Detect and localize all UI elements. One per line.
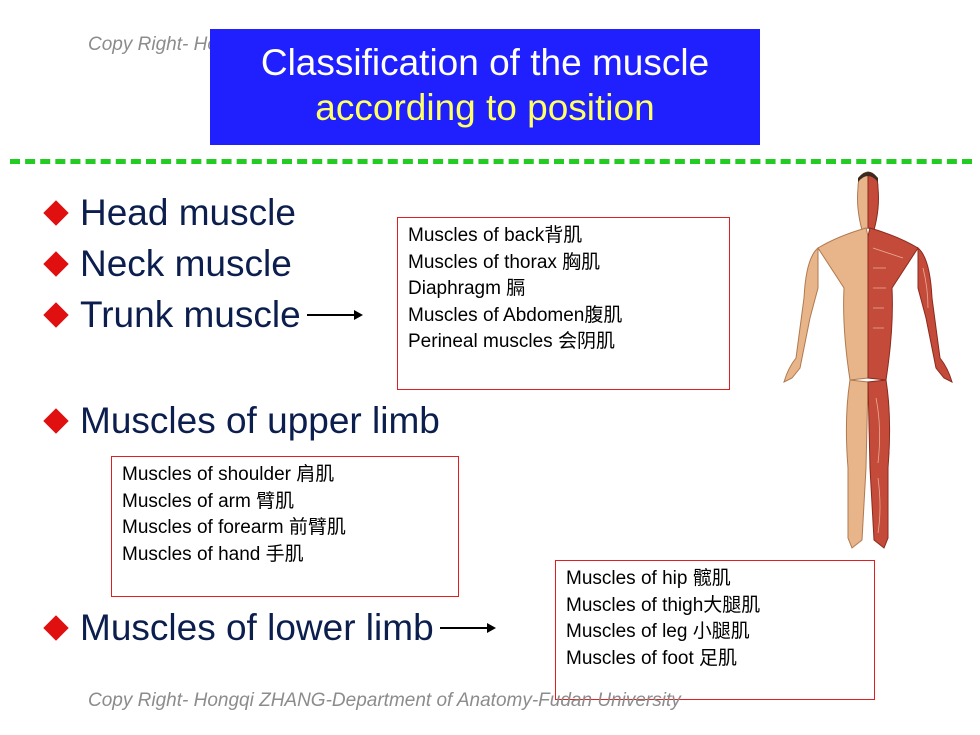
- bullet-upper-limb: Muscles of upper limb: [40, 400, 440, 442]
- list-item: Muscles of leg 小腿肌: [566, 621, 750, 642]
- bullet-trunk-muscle: Trunk muscle: [40, 294, 363, 336]
- diamond-bullet-icon: [43, 200, 69, 226]
- list-item: Muscles of shoulder 肩肌: [122, 464, 335, 485]
- list-item: Muscles of arm 臂肌: [122, 490, 295, 512]
- bullet-label: Trunk muscle: [80, 294, 301, 335]
- copyright-watermark-bottom: Copy Right- Hongqi ZHANG-Department of A…: [88, 690, 681, 711]
- bullet-label: Muscles of lower limb: [80, 607, 434, 648]
- bullet-neck-muscle: Neck muscle: [40, 243, 292, 285]
- bullet-label: Head muscle: [80, 192, 296, 233]
- lower-limb-muscles-box: Muscles of hip 髋肌 Muscles of thigh大腿肌 Mu…: [555, 560, 875, 700]
- diamond-bullet-icon: [43, 408, 69, 434]
- list-item: Muscles of thigh大腿肌: [566, 594, 761, 616]
- list-item: Muscles of back背肌: [408, 225, 583, 246]
- diamond-bullet-icon: [43, 615, 69, 641]
- right-arrow-icon: [439, 623, 496, 633]
- divider-dashed: [10, 159, 972, 164]
- bullet-head-muscle: Head muscle: [40, 192, 296, 234]
- upper-limb-muscles-box: Muscles of shoulder 肩肌 Muscles of arm 臂肌…: [111, 456, 459, 597]
- title-line-2: according to position: [315, 87, 655, 128]
- list-item: Diaphragm 膈: [408, 278, 526, 299]
- trunk-muscles-box: Muscles of back背肌 Muscles of thorax 胸肌 D…: [397, 217, 730, 390]
- bullet-label: Neck muscle: [80, 243, 292, 284]
- list-item: Muscles of hand 手肌: [122, 543, 304, 565]
- human-anatomy-figure: [783, 171, 953, 549]
- bullet-label: Muscles of upper limb: [80, 400, 440, 441]
- diamond-bullet-icon: [43, 251, 69, 277]
- title-line-1: Classification of the muscle: [260, 42, 710, 83]
- right-arrow-icon: [306, 310, 363, 320]
- list-item: Muscles of Abdomen腹肌: [408, 304, 623, 326]
- diamond-bullet-icon: [43, 302, 69, 328]
- list-item: Muscles of hip 髋肌: [566, 568, 731, 589]
- bullet-lower-limb: Muscles of lower limb: [40, 607, 496, 649]
- list-item: Muscles of forearm 前臂肌: [122, 517, 346, 538]
- slide-title: Classification of the muscle according t…: [210, 29, 760, 145]
- list-item: Muscles of thorax 胸肌: [408, 251, 601, 273]
- list-item: Muscles of foot 足肌: [566, 647, 738, 669]
- list-item: Perineal muscles 会阴肌: [408, 331, 615, 352]
